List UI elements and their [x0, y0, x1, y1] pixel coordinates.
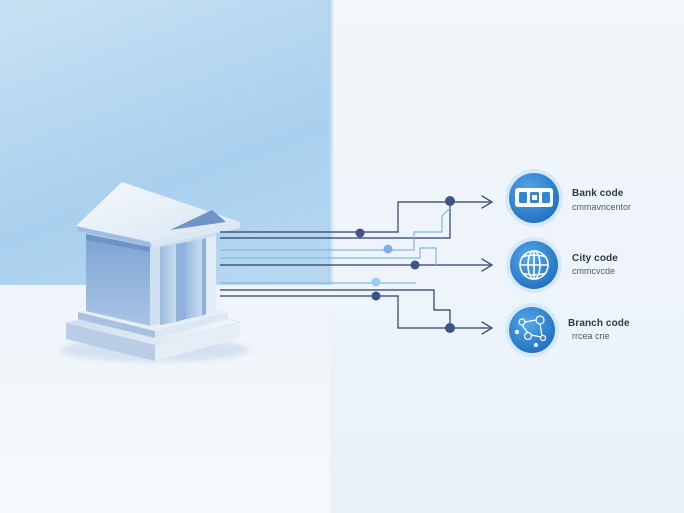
bank-building-icon [60, 182, 250, 362]
globe-icon [519, 250, 549, 280]
arrowheads [481, 195, 494, 335]
dot-branch-bottom [445, 323, 455, 333]
dot-bank-left [355, 228, 365, 238]
node-title-city: City code [572, 253, 618, 264]
node-subtitle-bank: cmmavncentor [572, 202, 632, 212]
connector-bank-secondary [220, 202, 451, 239]
connection-lines [220, 201, 490, 329]
dot-bank-top [445, 196, 455, 206]
arrow-to-branch-node [481, 321, 494, 335]
node-bank-code [505, 169, 563, 227]
connector-bank-primary [220, 201, 490, 233]
background-divider [328, 0, 334, 285]
arrow-to-bank-node [481, 195, 494, 209]
dot-city [410, 260, 420, 270]
node-title-branch: Branch code [568, 318, 630, 329]
connector-city-light [220, 247, 437, 265]
junction-dots [355, 196, 455, 333]
node-branch-code [505, 303, 559, 357]
dot-branch-left [371, 291, 381, 301]
node-city-code [506, 237, 562, 293]
dot-bank-light [383, 244, 393, 254]
connector-branch-primary [220, 295, 490, 329]
card-icon [515, 188, 553, 207]
dot-branch-light [371, 277, 381, 287]
background-right-panel [330, 0, 684, 513]
network-icon [514, 315, 547, 348]
node-subtitle-branch: rrcea cne [572, 331, 610, 341]
node-title-bank: Bank code [572, 188, 624, 199]
connector-bank-light [220, 207, 451, 251]
arrow-to-city-node [481, 258, 494, 272]
node-subtitle-city: cmmcvcde [572, 266, 616, 276]
connector-branch-secondary [220, 289, 451, 328]
